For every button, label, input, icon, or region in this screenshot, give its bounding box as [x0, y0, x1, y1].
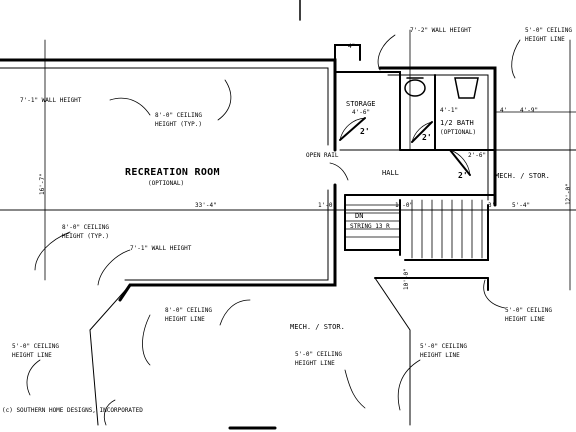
storage-door-dimension: 2' — [360, 127, 370, 136]
recreation-depth-dimension: 16'-7" — [39, 173, 46, 195]
stairs-risers-label: STRING 13 R — [350, 223, 390, 230]
left-dimension: 1'-0" — [318, 202, 337, 209]
ceiling-line-right-note-2: HEIGHT LINE — [420, 352, 460, 359]
ceiling-recreation-note-2: HEIGHT (TYP.) — [155, 121, 202, 128]
recreation-room-sub: (OPTIONAL) — [148, 180, 185, 187]
wall-height-left-note: 7'-1" WALL HEIGHT — [20, 97, 82, 104]
dimension-4-9: 4'-9" — [520, 107, 539, 114]
vertical-right-dimension: 12'-0" — [565, 183, 572, 205]
ceiling-line-mid-note-2: HEIGHT LINE — [295, 360, 335, 367]
storage-dimension: 4'-6" — [352, 109, 371, 116]
ceiling-line-mid-note-1: 5'-0" CEILING — [295, 351, 342, 358]
ceiling-line-center-note-1: 8'-0" CEILING — [165, 307, 212, 314]
ceiling-line-far-right-note-2: HEIGHT LINE — [505, 316, 545, 323]
mech-stor-right-label: MECH. / STOR. — [495, 172, 550, 180]
ceiling-line-left-note-2: HEIGHT LINE — [12, 352, 52, 359]
ceiling-left-note-2: HEIGHT (TYP.) — [62, 233, 109, 240]
dimension-3: 3' — [488, 202, 496, 209]
dimension-2-6: 2'-6" — [468, 152, 487, 159]
top-right-note-2: HEIGHT LINE — [525, 36, 565, 43]
dimension-5-4: 5'-4" — [512, 202, 531, 209]
hall-label: HALL — [382, 169, 399, 177]
top-right-note-1: 5'-0" CEILING — [525, 27, 572, 34]
wall-height-left-lower-note: 7'-1" WALL HEIGHT — [130, 245, 192, 252]
ceiling-line-center-note-2: HEIGHT LINE — [165, 316, 205, 323]
mech-door-dimension: 2' — [458, 171, 468, 180]
bath-dimension: 4'-1" — [440, 107, 459, 114]
half-bath-label: 1/2 BATH — [440, 119, 474, 127]
ceiling-line-left-note-1: 5'-0" CEILING — [12, 343, 59, 350]
bath-door-dimension: 2' — [422, 133, 432, 142]
dimension-1-0-mid: 1'-0" — [395, 202, 414, 209]
dimension-4-right: 4' — [500, 107, 508, 114]
copyright-notice: (c) SOUTHERN HOME DESIGNS, INCORPORATED — [2, 407, 143, 414]
ceiling-recreation-note-1: 8'-0" CEILING — [155, 112, 202, 119]
half-bath-sub: (OPTIONAL) — [440, 129, 477, 136]
wall-height-top-note: 7'-2" WALL HEIGHT — [410, 27, 472, 34]
stairs-dn-label: DN — [355, 212, 364, 220]
ceiling-left-note-1: 8'-0" CEILING — [62, 224, 109, 231]
recreation-width-dimension: 33'-4" — [195, 202, 217, 209]
vertical-left-dimension: 10'-0" — [403, 268, 410, 290]
ceiling-line-far-right-note-1: 5'-0" CEILING — [505, 307, 552, 314]
left-small-dimension: 4" — [348, 43, 356, 50]
recreation-room-label: RECREATION ROOM — [125, 167, 220, 178]
mech-stor-bottom-label: MECH. / STOR. — [290, 323, 345, 331]
ceiling-line-right-note-1: 5'-0" CEILING — [420, 343, 467, 350]
open-rail-note: OPEN RAIL — [306, 152, 339, 159]
storage-label: STORAGE — [346, 100, 376, 108]
